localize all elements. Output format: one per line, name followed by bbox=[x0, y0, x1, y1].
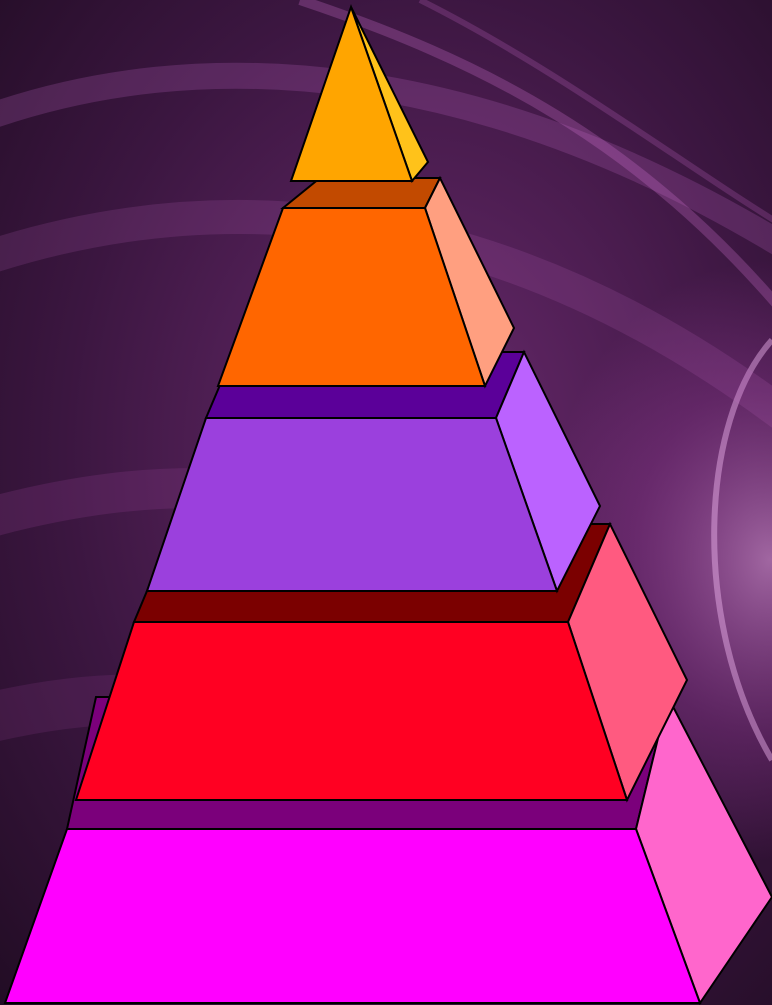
tier-4-front bbox=[76, 622, 627, 800]
tier-3-front bbox=[147, 418, 557, 591]
tier-5-front bbox=[5, 829, 700, 1003]
